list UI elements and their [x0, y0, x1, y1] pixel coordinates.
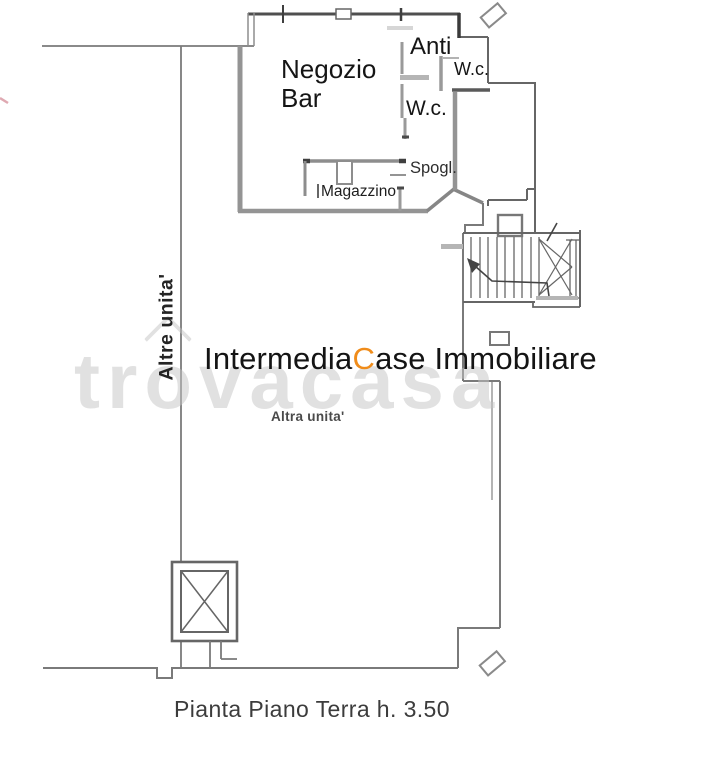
agency-watermark-prefix: Intermedia [204, 341, 353, 376]
stair-landing [566, 239, 580, 299]
room-label-bar: Bar [281, 83, 322, 113]
stair-break-tick [546, 222, 558, 242]
stair-direction-arrow [467, 258, 550, 297]
area-label-altre-unita-vertical: Altre unita' [155, 273, 178, 381]
parallelogram-marker-top [479, 1, 508, 29]
portal-watermark-suffix: vacasa [199, 337, 502, 425]
elevator-shaft-symbol [170, 560, 239, 668]
portal-watermark-o: o [143, 314, 199, 427]
stair-treads [470, 237, 540, 298]
stair-winders [538, 238, 573, 296]
agency-watermark-suffix: ase Immobiliare [375, 341, 597, 376]
room-label-negozio-bar: Negozio Bar [281, 55, 376, 113]
room-label-anti: Anti [410, 33, 452, 60]
stair-bottom-sill [536, 296, 578, 300]
agency-watermark: IntermediaCase Immobiliare [204, 341, 597, 377]
wall-break-ticks [0, 5, 413, 105]
shop-block-walls [237, 12, 536, 233]
room-label-negozio: Negozio [281, 54, 377, 84]
stair-entry-sill [441, 244, 463, 249]
plan-caption: Pianta Piano Terra h. 3.50 [174, 696, 450, 722]
room-label-spogliatoio: Spogl. [410, 159, 457, 177]
portal-watermark-prefix: tr [74, 337, 145, 425]
area-label-altra-unita: Altra unita' [271, 409, 345, 424]
room-label-magazzino: Magazzino [321, 183, 396, 200]
parallelogram-marker-bottom [478, 649, 507, 677]
room-label-wc-large: W.c. [406, 97, 447, 120]
stair-lobby-recess [464, 188, 536, 346]
interior-partitions [303, 42, 459, 211]
room-label-wc-small: W.c. [454, 59, 489, 79]
staircase-symbol [441, 222, 581, 308]
agency-watermark-accent: C [352, 341, 376, 376]
